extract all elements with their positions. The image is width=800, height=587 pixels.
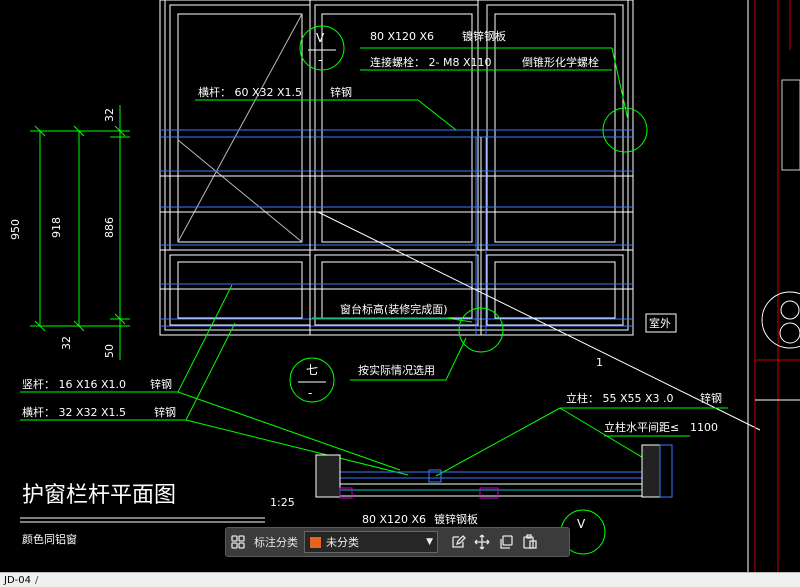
rail-top-mat-label: 锌钢 (330, 85, 352, 99)
category-label: 标注分类 (254, 536, 298, 549)
leader-lines (20, 25, 728, 555)
plate-dim-label: 80 X120 X6 (370, 30, 434, 43)
center-post (309, 0, 487, 335)
category-select-value: 未分类 (326, 536, 359, 549)
rail-top-label: 横杆： 60 X32 X1.5 (198, 85, 302, 99)
right-border (747, 0, 800, 572)
vert-bar-label: 竖杆： 16 X16 X1.0 (22, 377, 126, 391)
horiz-bar-mat-label: 锌钢 (154, 405, 176, 419)
copy-icon[interactable] (494, 530, 518, 554)
post-label: 立柱： 55 X55 X3 .0 (566, 391, 674, 405)
svg-text:-: - (318, 53, 322, 67)
post-spacing-label: 立柱水平间距≤ (604, 420, 679, 434)
dim-32-bottom-left: 32 (60, 336, 73, 350)
dim-50: 50 (103, 344, 116, 358)
plate-dim-label-2: 80 X120 X6 (362, 513, 426, 526)
bolt-type-label: 倒锥形化学螺栓 (522, 55, 599, 69)
outside-label: 室外 (649, 316, 671, 330)
plate-name-label-2: 镀锌钢板 (434, 512, 478, 526)
horizontal-rails (160, 129, 633, 327)
window-frame (159, 0, 634, 336)
detail-bubbles: V - 七 - V (298, 31, 586, 531)
move-icon[interactable] (470, 530, 494, 554)
post-mat-label: 锌钢 (700, 391, 722, 405)
layout-tab-bar: JD-04 / (0, 572, 800, 587)
section-number: 1 (596, 356, 603, 369)
edit-icon[interactable] (446, 530, 470, 554)
svg-text:七: 七 (306, 363, 318, 377)
section-cut-line (317, 211, 761, 431)
dim-950: 950 (9, 219, 22, 240)
tab-jd-04[interactable]: JD-04 (4, 574, 31, 586)
bolt-label: 连接螺栓： 2- M8 X110 (370, 55, 491, 69)
horiz-bar-label: 横杆： 32 X32 X1.5 (22, 405, 126, 419)
annotations: 80 X120 X6 镀锌钢板 连接螺栓： 2- M8 X110 倒锥形化学螺栓… (22, 29, 722, 526)
grid-icon[interactable] (226, 530, 250, 554)
vert-bar-mat-label: 锌钢 (150, 377, 172, 391)
svg-text:-: - (308, 386, 312, 400)
drawing-title: 护窗栏杆平面图 (22, 483, 176, 508)
drawing-subtitle: 颜色同铝窗 (22, 532, 77, 546)
dim-32-top: 32 (103, 108, 116, 122)
svg-text:V: V (577, 517, 586, 531)
drawing-scale: 1:25 (270, 496, 295, 509)
dim-886: 886 (103, 217, 116, 238)
category-color-swatch (309, 535, 322, 549)
category-select[interactable]: 未分类 ▼ (304, 531, 438, 553)
dimension-text: 950 918 886 32 32 50 (9, 108, 116, 358)
plate-name-label: 镀锌钢板 (462, 29, 506, 43)
annotation-toolbar: 标注分类 未分类 ▼ (225, 527, 570, 557)
post-spacing-value: 1100 (690, 421, 718, 434)
sill-label: 窗台标高(装修完成面) (340, 302, 448, 316)
title-block: 护窗栏杆平面图 1:25 颜色同铝窗 (20, 483, 295, 546)
dim-918: 918 (50, 217, 63, 238)
as-needed-label: 按实际情况选用 (358, 363, 435, 377)
cad-drawing-canvas[interactable]: 950 918 886 32 32 50 V - 七 (0, 0, 800, 572)
svg-text:V: V (316, 31, 325, 45)
dimension-lines (30, 105, 130, 360)
section-detail (315, 444, 673, 499)
tab-separator: / (34, 574, 39, 586)
paste-icon[interactable] (518, 530, 542, 554)
chevron-down-icon: ▼ (426, 537, 433, 547)
